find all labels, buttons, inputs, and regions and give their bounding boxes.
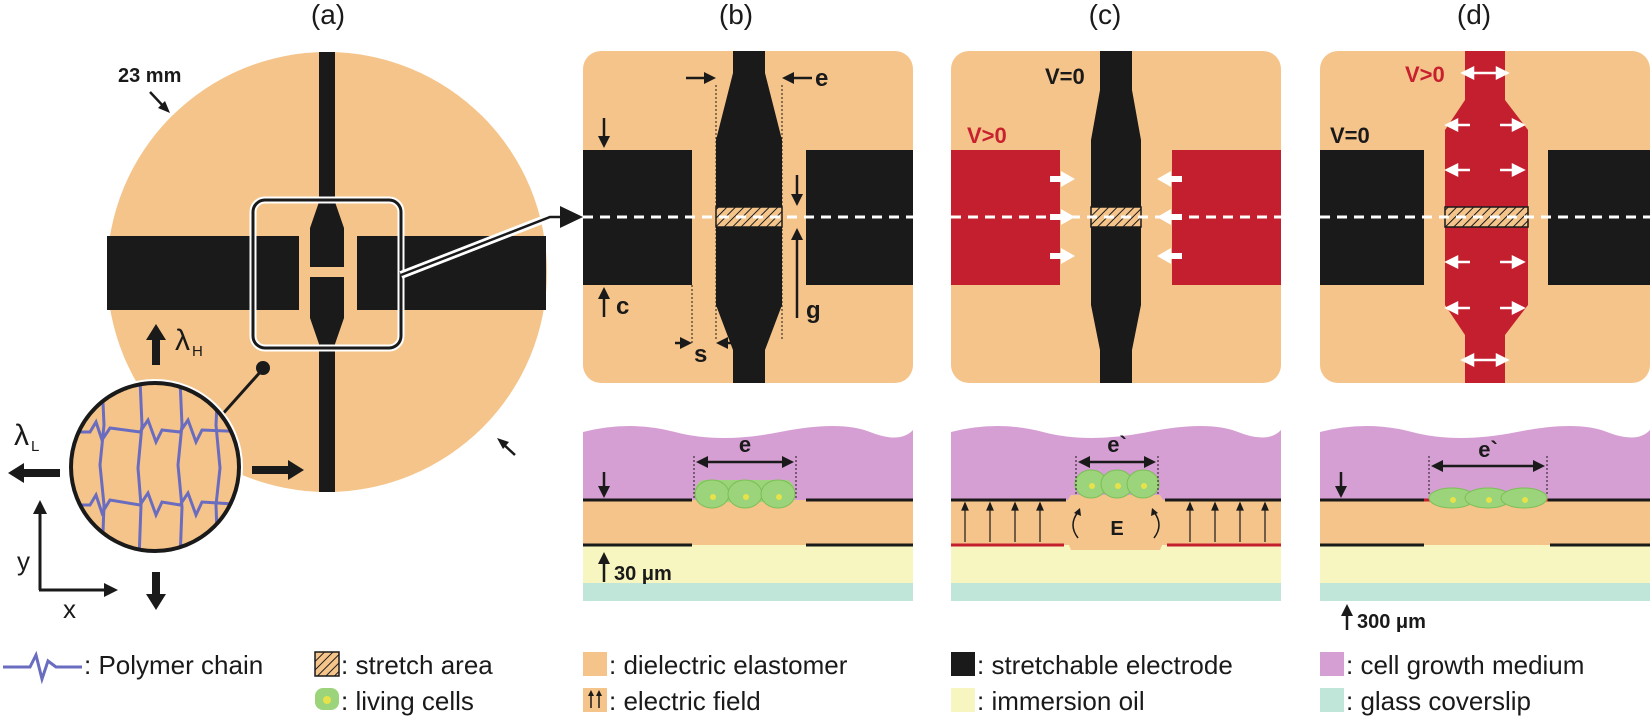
legend-cell-growth-medium: : cell growth medium bbox=[1346, 650, 1584, 680]
legend-glass-coverslip: : glass coverslip bbox=[1346, 686, 1531, 716]
horizontal-electrode-right-a bbox=[357, 236, 546, 310]
panel-d-top bbox=[1320, 51, 1650, 383]
dim-s-label: s bbox=[694, 341, 707, 368]
stretch-area-swatch bbox=[314, 651, 340, 677]
field-label-c: E bbox=[1110, 518, 1123, 540]
diameter-arrowhead-bottom bbox=[497, 438, 509, 449]
side-e-label-c: e` bbox=[1107, 432, 1127, 457]
legend-stretch-area: : stretch area bbox=[341, 650, 493, 680]
v-pos-label-d: V>0 bbox=[1405, 62, 1445, 87]
axis-y-arrowhead bbox=[33, 500, 47, 514]
cell-growth-medium-swatch bbox=[1320, 652, 1344, 676]
v-zero-label-d: V=0 bbox=[1330, 123, 1370, 148]
legend-living-cells: : living cells bbox=[341, 686, 474, 716]
stretchable-electrode-swatch bbox=[951, 652, 975, 676]
lambda-l-arrow bbox=[8, 463, 60, 483]
lambda-l-subscript: L bbox=[31, 438, 39, 455]
magnifier-rim bbox=[69, 381, 241, 553]
legend-dielectric-elastomer: : dielectric elastomer bbox=[609, 650, 848, 680]
immersion-oil-swatch bbox=[951, 688, 975, 712]
glass-coverslip-swatch bbox=[1320, 688, 1344, 712]
lambda-h-symbol: λ bbox=[175, 324, 190, 357]
dim-e-label: e bbox=[815, 65, 828, 92]
legend-immersion-oil: : immersion oil bbox=[977, 686, 1145, 716]
legend: : Polymer chain : stretch area : living … bbox=[3, 650, 1584, 716]
panel-b-label: (b) bbox=[719, 0, 753, 30]
diameter-label: 23 mm bbox=[118, 65, 181, 87]
panel-d-label: (d) bbox=[1457, 0, 1491, 30]
thickness-30um: 30 μm bbox=[614, 563, 672, 585]
legend-stretchable-electrode: : stretchable electrode bbox=[977, 650, 1233, 680]
polymer-chain-swatch bbox=[3, 650, 82, 685]
panel-c-top bbox=[951, 51, 1281, 383]
panel-c-side bbox=[951, 426, 1281, 601]
v-pos-label-c: V>0 bbox=[967, 123, 1007, 148]
legend-polymer-chain: : Polymer chain bbox=[84, 650, 263, 680]
magnifier-pointer-dot bbox=[256, 361, 270, 375]
zoom-leader-arrowhead bbox=[560, 206, 583, 228]
magnifier-pointer bbox=[218, 369, 264, 418]
thickness-300um: 300 μm bbox=[1357, 611, 1426, 633]
lambda-h-arrow-down bbox=[146, 572, 166, 610]
stretch-gap-a bbox=[310, 267, 344, 277]
dim-c-label: c bbox=[616, 293, 629, 320]
side-e-label-d: e` bbox=[1478, 437, 1498, 462]
axis-y-label: y bbox=[17, 546, 30, 576]
panel-c-label: (c) bbox=[1089, 0, 1122, 30]
dim-g-label: g bbox=[806, 297, 821, 324]
panel-b-top bbox=[583, 51, 913, 383]
lambda-h-subscript: H bbox=[192, 343, 203, 360]
panel-d-side bbox=[1320, 426, 1650, 630]
magnifier-lens bbox=[71, 383, 239, 551]
side-e-label-b: e bbox=[739, 432, 751, 457]
electric-field-swatch bbox=[583, 688, 607, 712]
horizontal-electrode-left-a bbox=[107, 236, 299, 310]
panel-b-side bbox=[583, 426, 913, 601]
dielectric-elastomer-swatch bbox=[583, 652, 607, 676]
living-cells-swatch-nucleus bbox=[323, 696, 331, 704]
axis-x-arrowhead bbox=[104, 583, 118, 597]
legend-electric-field: : electric field bbox=[609, 686, 761, 716]
lambda-l-symbol: λ bbox=[14, 419, 29, 452]
diameter-arrowhead-top bbox=[158, 101, 170, 113]
v-zero-label-c: V=0 bbox=[1045, 64, 1085, 89]
lambda-h-arrow bbox=[146, 324, 166, 365]
panel-a-label: (a) bbox=[311, 0, 345, 30]
lambda-l-arrow-right bbox=[252, 460, 304, 480]
axis-x-label: x bbox=[63, 594, 76, 624]
